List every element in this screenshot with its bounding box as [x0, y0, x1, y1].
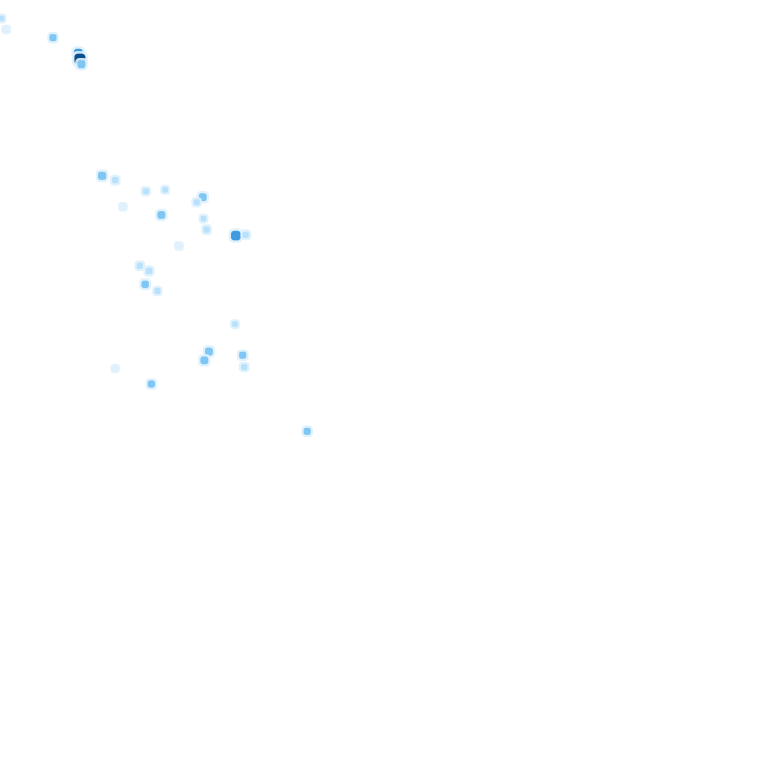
density-cell-core	[242, 231, 249, 238]
density-cell	[139, 278, 152, 291]
density-cell	[145, 378, 158, 390]
density-cell-core	[203, 226, 210, 233]
density-cell-core	[239, 351, 247, 359]
density-cell	[134, 260, 146, 272]
density-cell-core	[112, 177, 119, 184]
density-cell	[109, 174, 121, 186]
density-cell-core	[200, 215, 207, 222]
density-cells	[0, 13, 313, 438]
density-cell	[230, 319, 240, 330]
density-cell	[228, 228, 243, 243]
density-cell	[174, 241, 184, 251]
density-cell	[160, 184, 171, 195]
density-cell-core	[3, 26, 9, 33]
density-cell-core	[157, 211, 166, 219]
density-cell-core	[162, 186, 168, 193]
density-cell	[143, 265, 155, 277]
density-cell	[110, 363, 120, 374]
density-cell	[301, 425, 313, 438]
density-cell	[95, 169, 109, 183]
density-cell-core	[232, 321, 238, 328]
density-cell-core	[98, 171, 107, 180]
density-cell	[201, 224, 212, 236]
density-cell	[198, 213, 209, 224]
density-cell-core	[49, 34, 57, 42]
density-cell-core	[77, 60, 86, 69]
density-cell-core	[0, 15, 5, 22]
density-cell	[155, 208, 168, 222]
density-cell-core	[176, 243, 182, 249]
density-cell-core	[154, 287, 161, 294]
density-cell-core	[141, 280, 149, 289]
density-cell-core	[303, 427, 311, 435]
density-cell-core	[200, 356, 209, 365]
density-cell	[152, 285, 163, 297]
density-cell	[140, 186, 152, 197]
density-cell	[0, 13, 7, 24]
density-cell	[238, 361, 250, 373]
density-cell-core	[193, 199, 200, 206]
density-cell	[191, 197, 202, 208]
density-cell-core	[112, 366, 118, 371]
density-cell-core	[205, 347, 213, 356]
density-cell-core	[120, 204, 126, 210]
density-cell	[47, 31, 59, 44]
density-cell-core	[142, 188, 149, 195]
density-cell-core	[241, 363, 248, 371]
density-cell-core	[147, 380, 155, 388]
density-cell-core	[145, 267, 153, 275]
density-cell	[1, 24, 11, 35]
density-cell-core	[231, 230, 241, 241]
density-cell	[198, 354, 211, 367]
density-cell	[236, 349, 249, 361]
density-cell	[75, 58, 88, 71]
density-cell-core	[136, 262, 143, 269]
density-cell	[240, 229, 252, 241]
density-cell	[118, 202, 128, 212]
